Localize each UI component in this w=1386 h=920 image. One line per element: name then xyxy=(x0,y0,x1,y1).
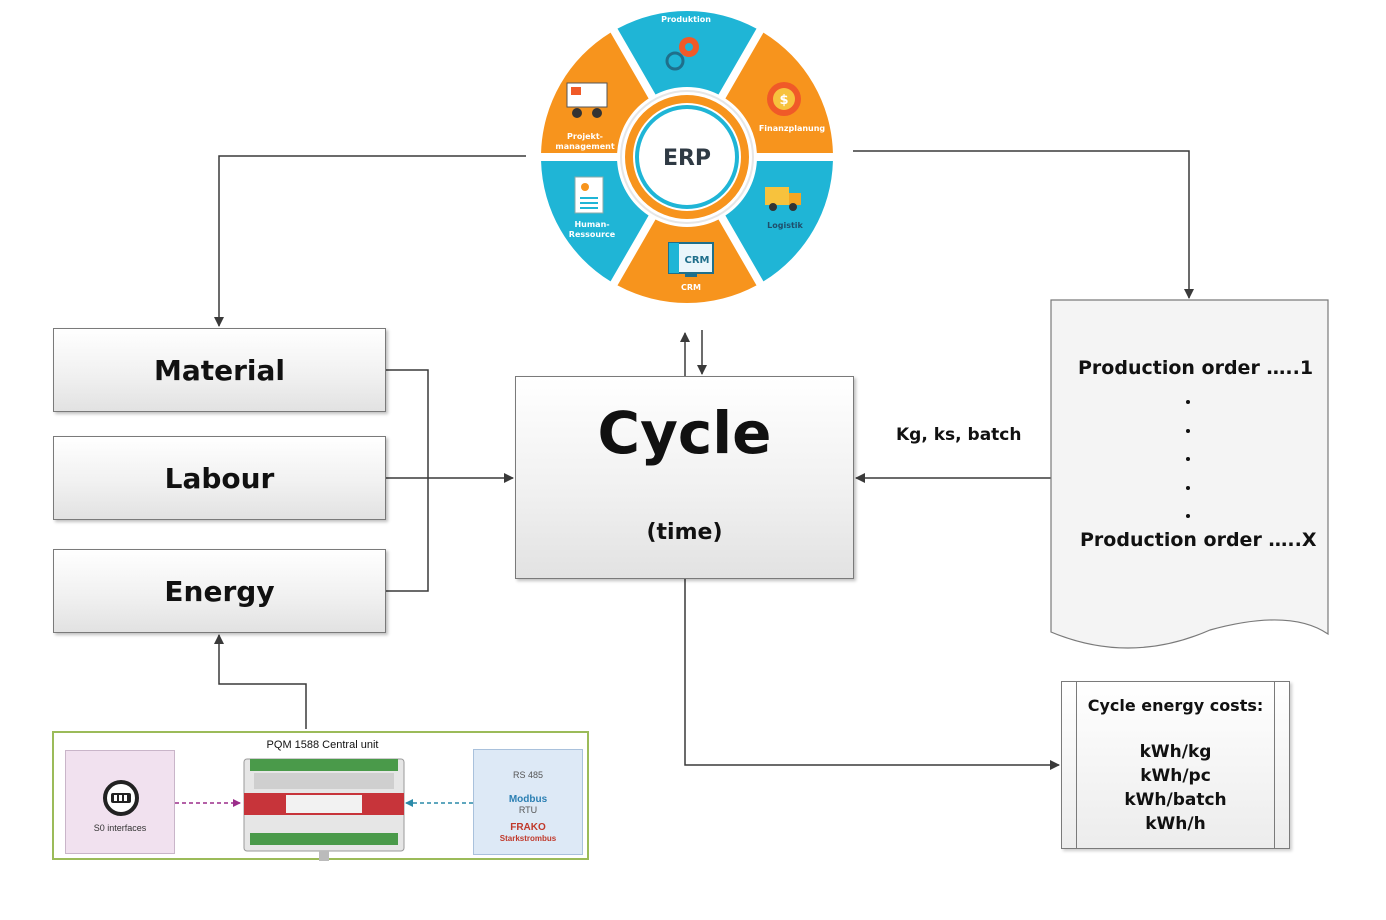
labour-label: Labour xyxy=(164,461,275,495)
pqm-title: PQM 1588 Central unit xyxy=(266,739,379,751)
erp-label-human: Human- xyxy=(574,220,609,229)
svg-text:$: $ xyxy=(779,93,788,108)
s0-interface-box: S0 interfaces xyxy=(65,750,175,854)
crm-monitor-icon: CRM xyxy=(668,242,714,277)
costs-right-divider xyxy=(1274,682,1275,848)
erp-to-orders-arrow xyxy=(853,150,1194,299)
erp-orange-ring xyxy=(625,95,749,219)
costs-title: Cycle energy costs: xyxy=(1087,696,1264,715)
energy-box: Energy xyxy=(53,549,386,633)
starkstrombus-label: Starkstrombus xyxy=(499,834,557,843)
flow-label: Kg, ks, batch xyxy=(896,425,1022,445)
document-icon xyxy=(574,176,604,214)
cycle-to-costs-arrow xyxy=(684,579,1060,770)
erp-to-material-arrow xyxy=(214,155,526,327)
pqm-panel: PQM 1588 Central unit S0 interfaces xyxy=(52,731,589,861)
modbus-label: Modbus xyxy=(508,794,548,805)
erp-center-label: ERP xyxy=(663,146,711,171)
ellipsis-dot xyxy=(1186,486,1190,490)
ellipsis-dot xyxy=(1186,514,1190,518)
material-box: Material xyxy=(53,328,386,412)
cost-unit: kWh/kg xyxy=(1139,742,1212,762)
meter-icon xyxy=(103,780,139,816)
production-order-first: Production order …..1 xyxy=(1078,357,1314,379)
erp-label-logistik: Logistik xyxy=(767,221,803,230)
erp-label-projekt: Projekt- xyxy=(567,132,603,141)
gear-icon xyxy=(665,37,699,71)
cycle-box: Cycle (time) xyxy=(515,376,854,579)
erp-label-ressource: Ressource xyxy=(569,230,616,239)
cost-unit: kWh/h xyxy=(1145,814,1206,834)
erp-segment xyxy=(725,160,833,282)
energy-label: Energy xyxy=(164,574,275,608)
production-order-last: Production order …..X xyxy=(1080,529,1317,551)
truck-icon xyxy=(765,187,801,211)
rs485-label: RS 485 xyxy=(512,770,544,780)
cost-unit: kWh/pc xyxy=(1140,766,1211,786)
pqm-connectors xyxy=(175,758,473,861)
erp-label-finanzplanung: Finanzplanung xyxy=(759,124,826,133)
ellipsis-dot xyxy=(1186,457,1190,461)
erp-label-management: management xyxy=(555,142,614,151)
cycle-subtitle: (time) xyxy=(646,520,723,545)
erp-label-produktion: Produktion xyxy=(661,15,711,24)
labour-box: Labour xyxy=(53,436,386,520)
cycle-title: Cycle xyxy=(597,399,772,467)
erp-label-crm: CRM xyxy=(681,283,701,292)
rs485-box: RS 485 Modbus RTU FRAKO Starkstrombus xyxy=(473,749,583,855)
ellipsis-dot xyxy=(1186,400,1190,404)
crm-screen-label: CRM xyxy=(685,255,710,266)
inputs-bracket-line xyxy=(386,369,429,592)
cost-unit: kWh/batch xyxy=(1124,790,1227,810)
erp-wheel: ERP $ CRM Produktion Finanzplanung Lo xyxy=(541,11,833,303)
erp-cyan-ring xyxy=(635,105,739,209)
rtu-label: RTU xyxy=(518,805,538,815)
presentation-icon xyxy=(566,82,608,118)
production-order-document xyxy=(1050,299,1329,649)
cycle-energy-costs-box: Cycle energy costs: kWh/kg kWh/pc kWh/ba… xyxy=(1061,681,1290,849)
erp-segment xyxy=(541,160,649,282)
coin-icon: $ xyxy=(767,82,801,116)
frako-label: FRAKO xyxy=(510,822,546,833)
pqm-to-energy-arrow xyxy=(214,634,307,729)
material-label: Material xyxy=(153,353,286,387)
pqm-central-unit-device xyxy=(243,758,405,861)
s0-label: S0 interfaces xyxy=(93,823,147,833)
costs-left-divider xyxy=(1076,682,1077,848)
ellipsis-dot xyxy=(1186,429,1190,433)
